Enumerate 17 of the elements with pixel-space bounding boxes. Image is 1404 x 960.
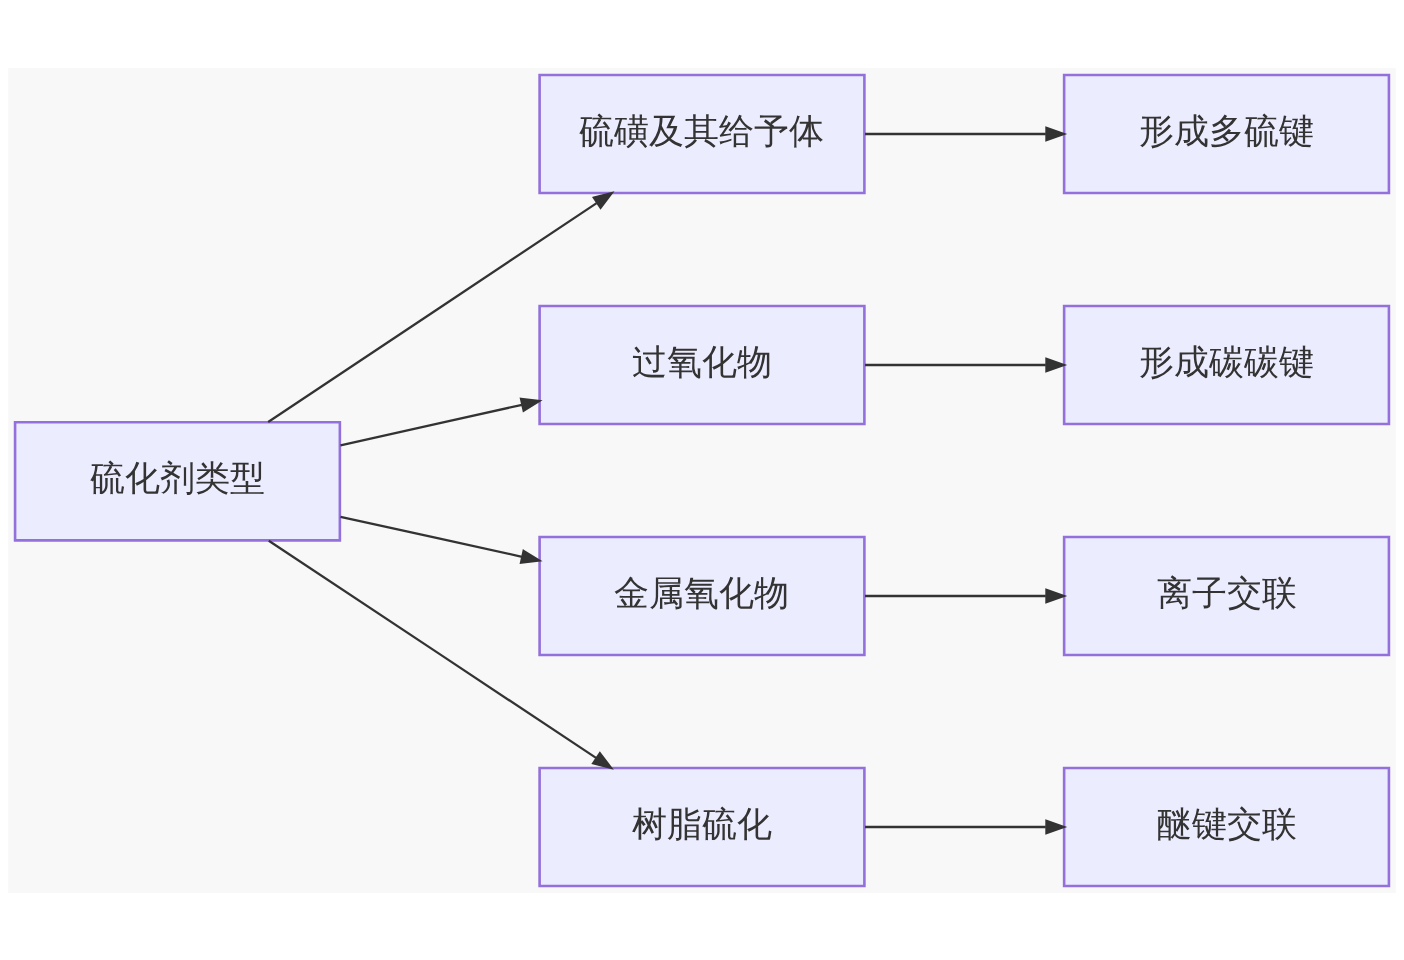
- node-box: 形成碳碳键: [1062, 304, 1391, 425]
- node-box: 醚键交联: [1062, 766, 1391, 887]
- arrow: [340, 515, 543, 564]
- arrow: [865, 356, 1068, 373]
- arrow: [268, 539, 614, 770]
- node-box: 硫磺及其给予体: [538, 73, 866, 194]
- node-box: 树脂硫化: [538, 766, 866, 887]
- node-box: 形成多硫键: [1062, 73, 1391, 194]
- node-box: 金属氧化物: [538, 535, 866, 656]
- arrow: [267, 190, 615, 423]
- arrow: [865, 818, 1068, 835]
- node-box: 硫化剂类型: [13, 420, 342, 542]
- node-box: 离子交联: [1062, 535, 1391, 656]
- node-box: 过氧化物: [538, 304, 866, 425]
- arrow: [865, 125, 1068, 142]
- arrow: [340, 397, 543, 446]
- arrow: [865, 587, 1068, 604]
